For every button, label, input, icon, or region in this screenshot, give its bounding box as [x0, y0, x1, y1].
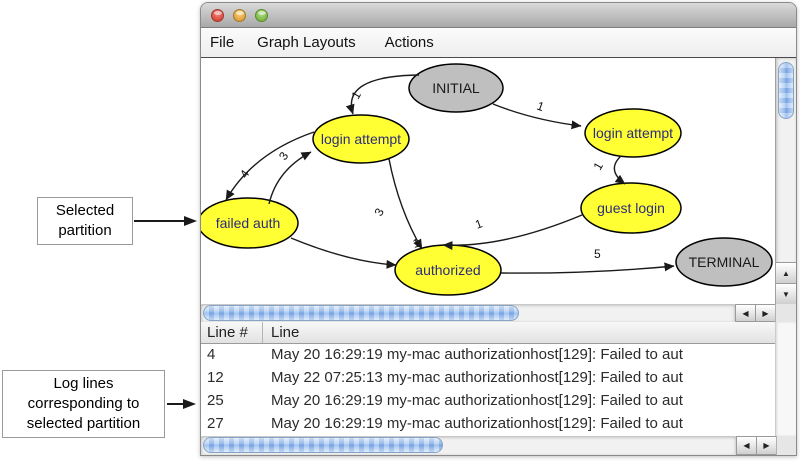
log-table-header: Line # Line: [201, 322, 775, 344]
graph-hscroll-thumb[interactable]: [203, 305, 519, 321]
table-hscroll-track[interactable]: [201, 436, 736, 455]
table-vertical-scrollbar[interactable]: [775, 322, 796, 436]
callout-text: Selected: [55, 202, 115, 219]
callout-text: Log lines: [53, 375, 114, 392]
callout-text: partition: [58, 222, 112, 239]
edge-label: 5: [594, 247, 601, 261]
scroll-right-icon[interactable]: ▶: [755, 304, 775, 322]
table-horizontal-scrollbar: ◀ ▶: [201, 436, 796, 455]
edge-label: 3: [371, 205, 387, 218]
title-bar[interactable]: [201, 3, 796, 28]
cell-line-no: 4: [207, 346, 216, 363]
cell-line-no: 27: [207, 415, 224, 432]
graph-svg: INITIAL login attempt login attempt failed …: [201, 63, 773, 296]
node-label: INITIAL: [432, 80, 480, 96]
table-row[interactable]: 25 May 20 16:29:19 my-mac authorizationh…: [201, 390, 775, 413]
graph-horizontal-scrollbar: ◀ ▶: [201, 304, 796, 322]
scroll-down-icon[interactable]: ▼: [776, 283, 796, 304]
scroll-left-icon[interactable]: ◀: [735, 304, 755, 322]
graph-nodes-layer: INITIAL login attempt login attempt failed …: [201, 63, 773, 296]
edge-label: 1: [473, 216, 484, 232]
table-hscroll-thumb[interactable]: [203, 437, 443, 453]
node-label: TERMINAL: [689, 254, 760, 270]
node-terminal[interactable]: TERMINAL: [675, 237, 773, 287]
edge-login-attempt-right-to-guest-login: [613, 155, 626, 185]
node-authorized[interactable]: authorized: [394, 244, 502, 296]
table-row[interactable]: 12 May 22 07:25:13 my-mac authorizationh…: [201, 367, 775, 390]
edge-initial-to-login-attempt-right: [492, 103, 582, 130]
node-login-attempt-right[interactable]: login attempt: [584, 108, 682, 158]
table-row[interactable]: 4 May 20 16:29:19 my-mac authorizationho…: [201, 344, 775, 367]
log-table: Line # Line 4 May 20 16:29:19 my-mac aut…: [201, 322, 775, 436]
scroll-up-icon[interactable]: ▲: [776, 262, 796, 283]
node-initial[interactable]: INITIAL: [408, 63, 504, 113]
cell-line: May 22 07:25:13 my-mac authorizationhost…: [271, 369, 683, 386]
menu-bar: File Graph Layouts Actions: [201, 28, 796, 58]
cell-line: May 20 16:29:19 my-mac authorizationhost…: [271, 346, 683, 363]
graph-canvas[interactable]: INITIAL login attempt login attempt failed …: [201, 58, 775, 304]
callout-text: selected partition: [26, 415, 141, 432]
menu-actions[interactable]: Actions: [384, 34, 434, 51]
edge-failed-auth-to-authorized: [290, 237, 397, 269]
node-failed-auth[interactable]: failed auth: [201, 197, 299, 249]
callout-arrow-line: [167, 403, 184, 405]
callout-text: corresponding to: [27, 395, 140, 412]
node-label: guest login: [597, 200, 665, 216]
zoom-icon[interactable]: [255, 8, 268, 22]
scroll-left-icon[interactable]: ◀: [736, 436, 756, 455]
minimize-icon[interactable]: [233, 8, 246, 22]
table-row[interactable]: 27 May 20 16:29:19 my-mac authorizationh…: [201, 413, 775, 436]
edge-label: 1: [535, 99, 546, 115]
callout-arrow-head: [184, 216, 197, 226]
edge-login-attempt-left-to-failed-auth: [225, 131, 315, 201]
node-label: failed auth: [216, 215, 281, 231]
node-label: login attempt: [593, 125, 673, 141]
edge-label: 3: [276, 149, 291, 163]
menu-file[interactable]: File: [210, 34, 235, 51]
cell-line: May 20 16:29:19 my-mac authorizationhost…: [271, 392, 683, 409]
edge-failed-auth-to-login-attempt-left: [268, 151, 312, 205]
cell-line-no: 25: [207, 392, 224, 409]
close-icon[interactable]: [211, 8, 224, 22]
node-label: login attempt: [321, 131, 401, 147]
edge-initial-to-login-attempt-left: [345, 74, 420, 115]
app-window: File Graph Layouts Actions INITIAL login …: [200, 2, 797, 456]
scroll-right-icon[interactable]: ▶: [756, 436, 776, 455]
node-guest-login[interactable]: guest login: [580, 182, 682, 234]
edge-login-attempt-left-to-authorized: [388, 158, 423, 250]
scrollbar-corner: [776, 436, 796, 455]
callout-log-lines: Log lines corresponding to selected part…: [2, 370, 165, 438]
scrollbar-corner: [775, 304, 796, 322]
edge-label: 1: [590, 159, 606, 172]
cell-line-no: 12: [207, 369, 224, 386]
callout-selected-partition: Selected partition: [37, 197, 133, 245]
callout-arrow-head: [183, 399, 196, 409]
log-table-panel: Line # Line 4 May 20 16:29:19 my-mac aut…: [201, 322, 796, 436]
node-label: authorized: [415, 262, 480, 278]
column-header-line-no[interactable]: Line #: [201, 322, 263, 343]
column-header-line[interactable]: Line: [271, 324, 300, 341]
edge-guest-login-to-authorized: [442, 214, 583, 250]
graph-vscroll-thumb[interactable]: [778, 62, 794, 119]
graph-vertical-scrollbar[interactable]: ▲ ▼: [775, 58, 796, 304]
node-login-attempt-left[interactable]: login attempt: [312, 114, 410, 164]
cell-line: May 20 16:29:19 my-mac authorizationhost…: [271, 415, 683, 432]
callout-arrow-line: [134, 220, 185, 222]
graph-hscroll-track[interactable]: [201, 304, 735, 322]
edge-label: 1: [411, 236, 421, 251]
edge-authorized-to-terminal: [500, 262, 675, 274]
menu-graph-layouts[interactable]: Graph Layouts: [257, 34, 356, 51]
graph-panel: INITIAL login attempt login attempt failed …: [201, 58, 796, 304]
